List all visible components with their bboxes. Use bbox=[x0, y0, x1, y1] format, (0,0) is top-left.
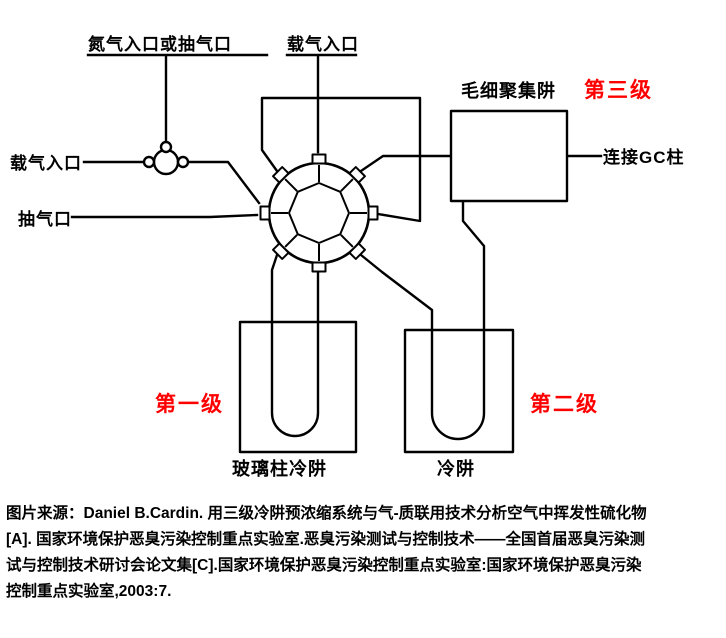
tee-fitting bbox=[142, 140, 190, 176]
eight-port-valve bbox=[259, 153, 379, 273]
valve-port-stubs bbox=[271, 165, 367, 261]
label-gc-column: 连接GC柱 bbox=[603, 148, 685, 167]
label-carrier-inlet-left: 载气入口 bbox=[10, 154, 82, 173]
label-cold-trap: 冷阱 bbox=[437, 459, 475, 479]
label-stage-one: 第一级 bbox=[155, 393, 224, 416]
tube-pump-port-line bbox=[70, 213, 259, 219]
tube-carrier-top-line bbox=[285, 53, 358, 154]
diagram-canvas bbox=[70, 53, 603, 454]
label-carrier-inlet-top: 载气入口 bbox=[287, 35, 359, 54]
valve-ports bbox=[259, 153, 379, 273]
label-stage-two: 第二级 bbox=[530, 393, 599, 416]
tube-fitting-to-valve bbox=[187, 160, 261, 205]
third-stage-trap-box bbox=[449, 109, 569, 203]
label-pump-port: 抽气口 bbox=[18, 210, 72, 229]
label-nitrogen-inlet: 氮气入口或抽气口 bbox=[88, 35, 232, 54]
caption-line: 控制重点实验室,2003:7. bbox=[6, 583, 172, 600]
figure-caption: 图片来源：Daniel B.Cardin. 用三级冷阱预浓缩系统与气-质联用技术… bbox=[6, 501, 720, 605]
label-glass-trap: 玻璃柱冷阱 bbox=[232, 459, 327, 479]
tube-first-stage-utube bbox=[270, 253, 320, 438]
caption-line: 试与控制技术研讨会论文集[C].国家环境保护恶臭污染控制重点实验室:国家环境保护… bbox=[6, 557, 642, 574]
label-stage-three: 第三级 bbox=[584, 79, 653, 102]
second-stage-trap-box bbox=[403, 328, 515, 454]
valve-rotor bbox=[288, 182, 350, 244]
label-capillary-trap: 毛细聚集阱 bbox=[461, 81, 556, 101]
tube-sample-loop bbox=[260, 96, 422, 223]
caption-line: [A]. 国家环境保护恶臭污染控制重点实验室.恶臭污染测试与控制技术——全国首届… bbox=[6, 531, 645, 548]
first-stage-trap-box bbox=[238, 320, 358, 454]
tube-second-stage-utube bbox=[359, 200, 486, 441]
tube-nitrogen-inlet-line bbox=[86, 53, 269, 152]
caption-line: 图片来源：Daniel B.Cardin. 用三级冷阱预浓缩系统与气-质联用技术… bbox=[6, 505, 647, 522]
